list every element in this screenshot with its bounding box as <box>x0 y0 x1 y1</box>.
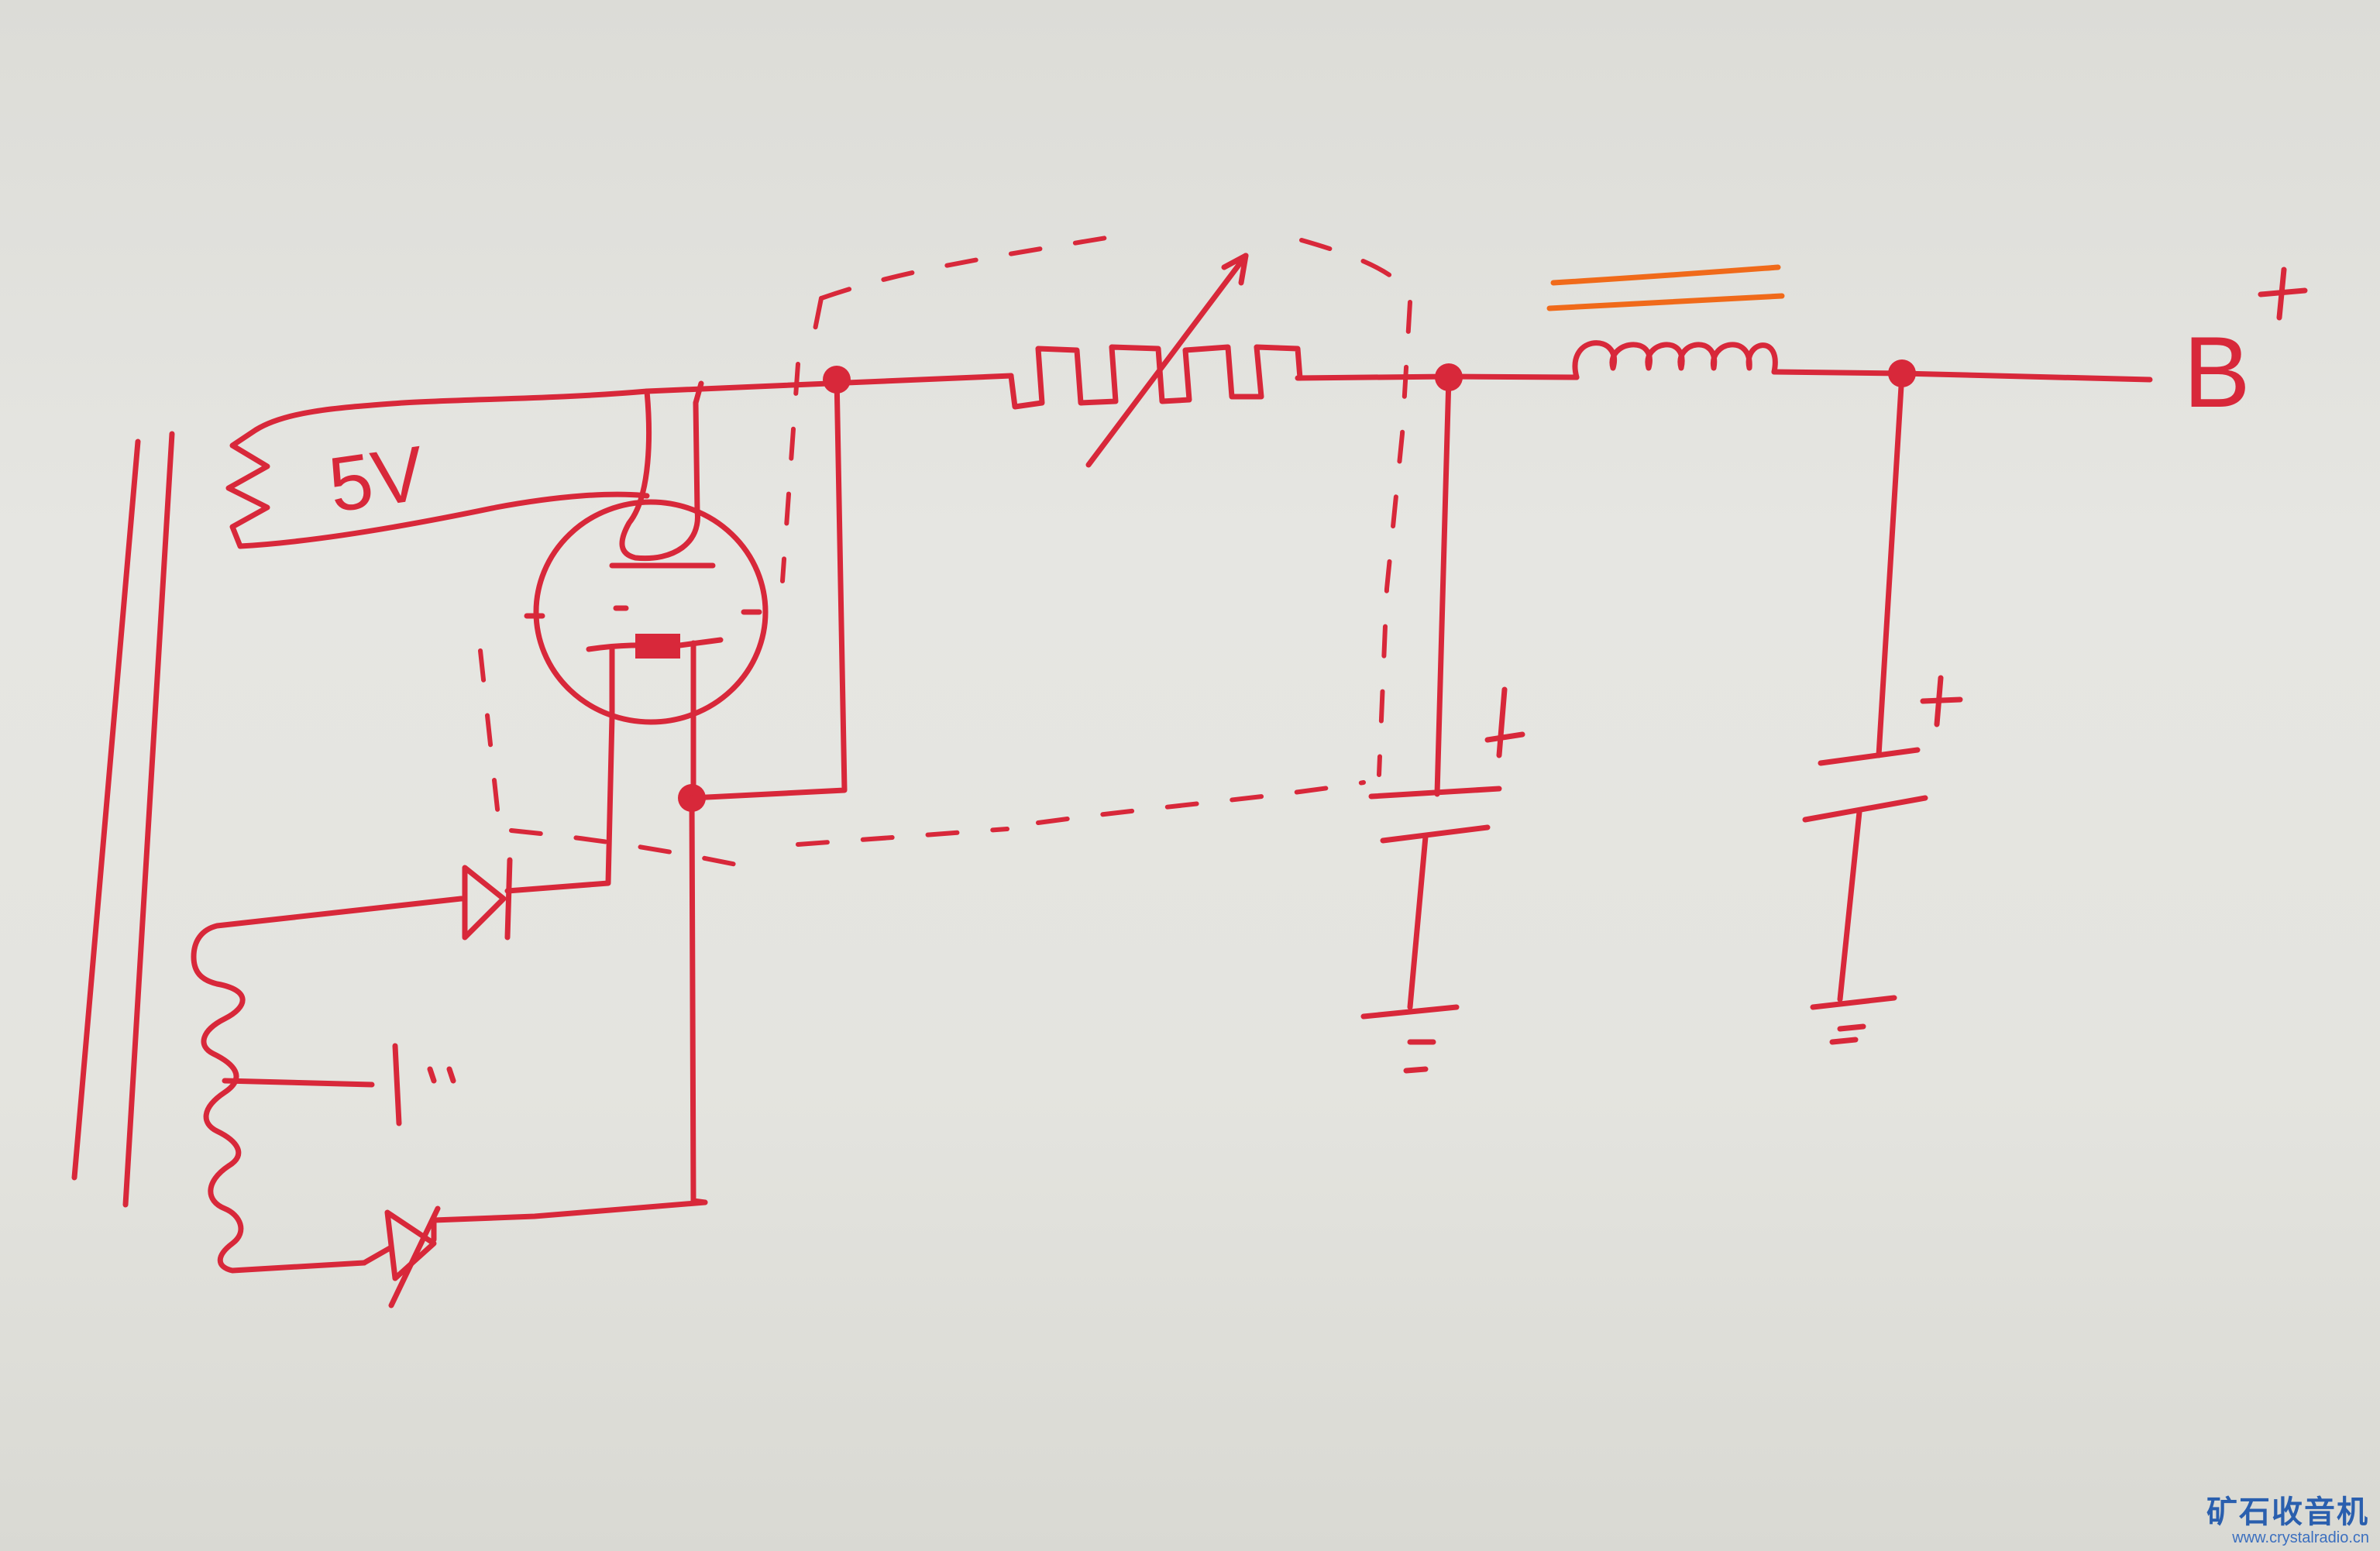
rectifier-tube <box>524 380 769 731</box>
secondary-winding <box>191 896 464 1274</box>
watermark-url: www.crystalradio.cn <box>2232 1529 2369 1546</box>
dashed-boundary <box>478 234 1412 868</box>
output-plus-sign <box>2258 267 2308 321</box>
transformer-core <box>71 431 175 1208</box>
heater-voltage-label: 5V <box>324 430 430 529</box>
watermark-title: 矿石收音机 <box>2206 1495 2369 1529</box>
heater-winding <box>225 388 650 549</box>
junction-node-left <box>823 366 851 394</box>
diode-lower <box>361 1205 441 1309</box>
diode-upper <box>458 857 513 941</box>
choke-inductor <box>1572 340 1778 380</box>
top-rail <box>644 369 2153 394</box>
output-b-label: B <box>2183 315 2251 428</box>
tube-anode-lead <box>504 714 696 894</box>
feedback-loop-wire <box>689 373 848 801</box>
choke-core-lines <box>1546 264 1785 311</box>
capacitor-1 <box>1360 374 1525 1074</box>
variable-resistor <box>1008 253 1303 468</box>
capacitor-2 <box>1802 370 1963 1045</box>
site-watermark: 矿石收音机 www.crystalradio.cn <box>2206 1495 2369 1546</box>
lower-return-wire <box>431 795 708 1223</box>
